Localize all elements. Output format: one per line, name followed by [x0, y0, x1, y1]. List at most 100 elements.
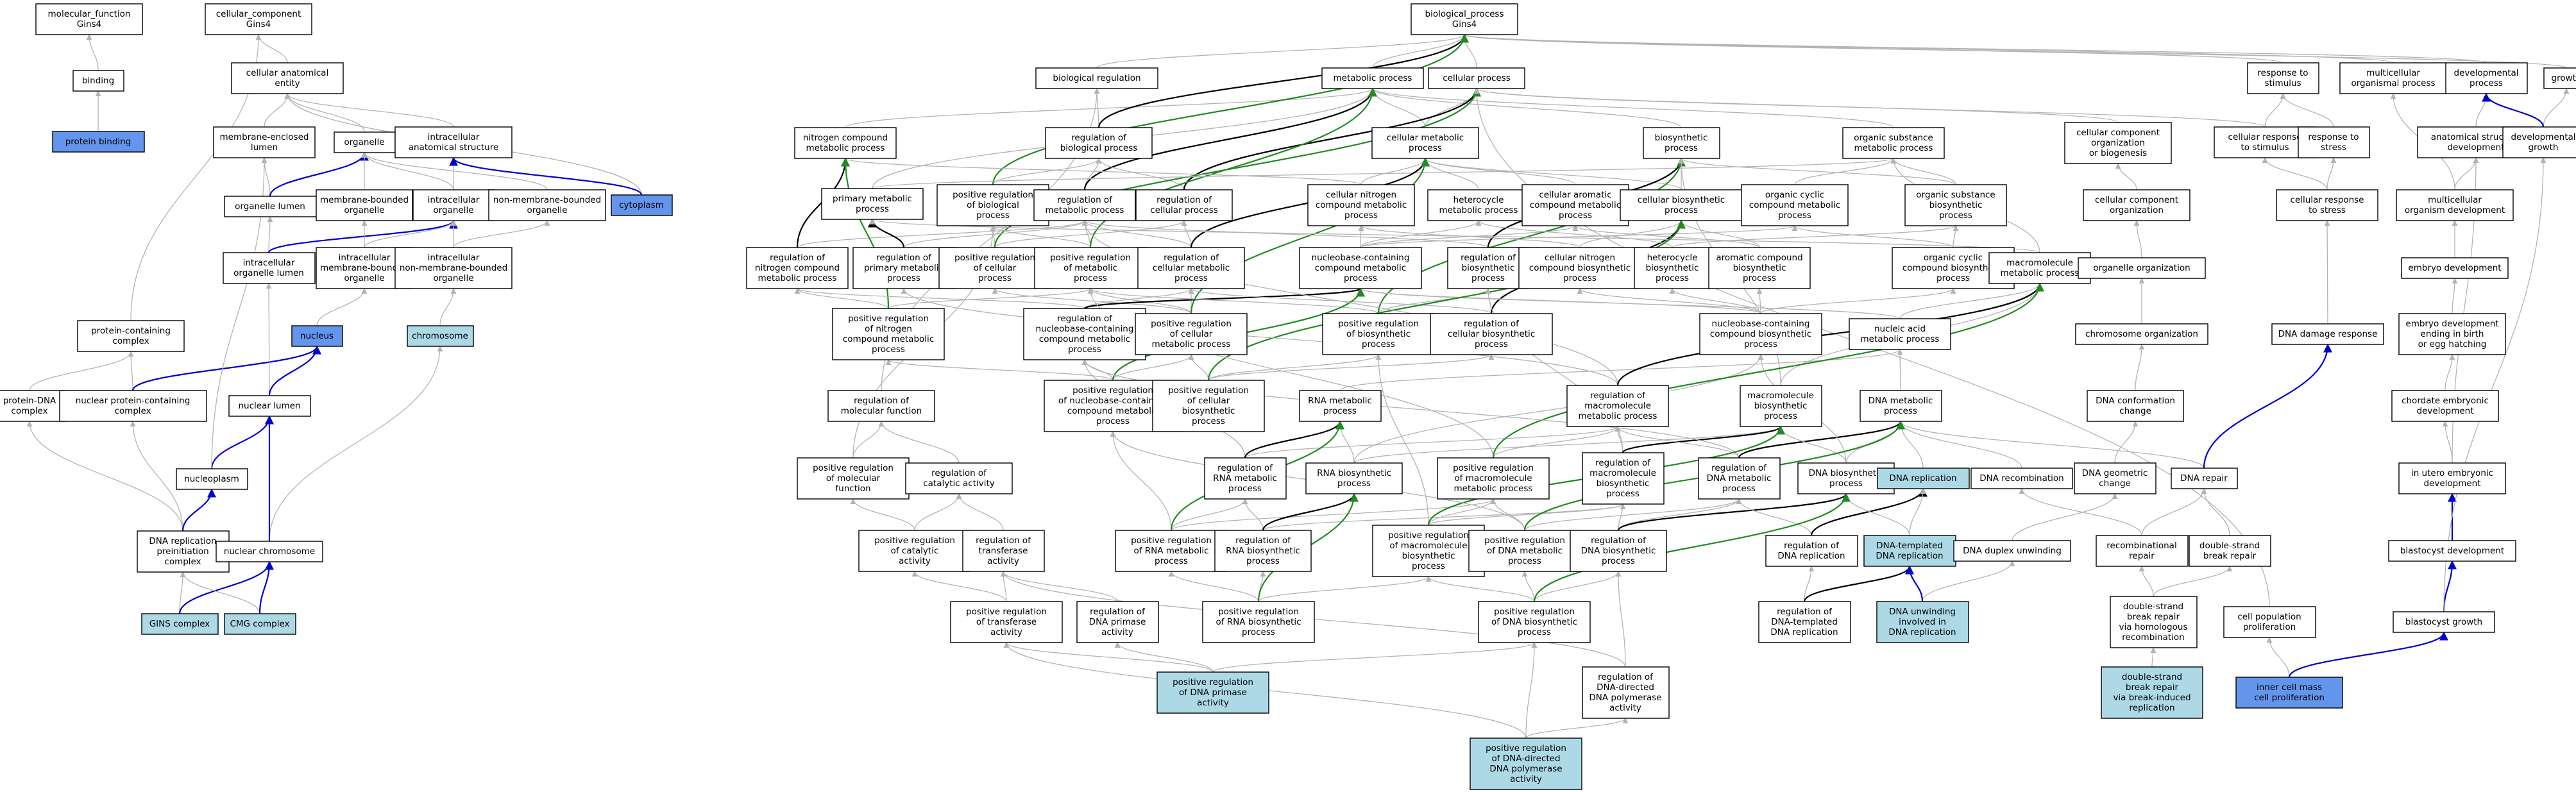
node-label-line: metabolic process: [1334, 73, 1412, 83]
go-term-node: intracellularnon-membrane-boundedorganel…: [394, 247, 513, 289]
node-box: [412, 189, 495, 221]
edge-is-a: [267, 216, 273, 253]
edge-is-a: [1899, 283, 2043, 319]
edge-is-a: [128, 351, 134, 391]
node-label-line: organelle: [344, 137, 384, 147]
node-box: [2075, 323, 2208, 345]
node-label-line: organelle lumen: [233, 268, 304, 278]
node-label-line: DNA replication: [1889, 473, 1956, 484]
go-term-node: growth: [2543, 67, 2576, 89]
edge-is-a: [2133, 220, 2142, 258]
node-label-line: process: [1174, 273, 1208, 283]
edge-is-a: [1369, 88, 1894, 128]
node-label-line: cellular anatomical: [246, 68, 329, 78]
edge-layer: [26, 33, 2570, 739]
node-label-line: stimulus: [2264, 78, 2301, 88]
node-box: [394, 126, 513, 158]
node-box: [1953, 540, 2071, 562]
edge-is-a: [130, 421, 183, 532]
edge-is-a: [2543, 88, 2570, 128]
edge-is-a: [878, 421, 960, 464]
node-label-line: process: [1344, 273, 1377, 283]
node-label-line: transferase: [979, 546, 1028, 556]
edge-is-a: [1360, 225, 1798, 248]
node-label-line: intracellular: [243, 258, 295, 268]
edge-is-a: [1337, 421, 1355, 464]
node-label-line: positive regulation: [1484, 535, 1565, 546]
node-label-line: repair: [2129, 551, 2155, 561]
go-term-node: blastocyst development: [2388, 540, 2516, 562]
edge-is-a: [180, 571, 260, 614]
node-box: [1428, 67, 1525, 89]
node-label-line: of metabolic: [1063, 263, 1117, 273]
node-label-line: cellular component: [2076, 128, 2160, 138]
edge-regulates: [1616, 282, 2044, 386]
node-label-line: process: [1743, 273, 1776, 283]
node-label-line: molecular_function: [48, 9, 131, 19]
edge-is-a: [26, 421, 183, 532]
node-box: [2393, 611, 2495, 633]
node-box: [1518, 247, 1641, 289]
edge-is-a: [2280, 93, 2334, 128]
edge-is-a: [1618, 498, 1742, 531]
edge-is-a: [1462, 34, 2567, 69]
node-label-line: response to: [2257, 68, 2308, 78]
node-box: [1570, 530, 1667, 572]
node-box: [394, 247, 513, 289]
node-box: [1468, 530, 1581, 572]
node-label-line: DNA repair: [2180, 473, 2228, 484]
edge-is-a: [316, 288, 368, 326]
node-box: [137, 530, 230, 573]
node-label-line: embryo development: [2408, 263, 2501, 273]
node-label-line: positive regulation: [1218, 607, 1299, 617]
node-label-line: organization: [2110, 205, 2164, 215]
node-label-line: RNA biosynthetic: [1317, 468, 1391, 478]
node-label-line: regulation of: [1217, 463, 1273, 473]
edge-is-a: [1572, 225, 1760, 248]
edge-regulates: [1083, 87, 1377, 190]
node-label-line: metabolic process: [1439, 205, 1518, 215]
node-label-line: to stimulus: [2241, 142, 2289, 153]
edge-regulates: [1738, 420, 1905, 459]
node-box: [1372, 525, 1485, 577]
node-box: [77, 320, 185, 352]
node-label-line: intracellular: [428, 132, 480, 142]
node-box: [1877, 468, 1970, 489]
node-box: [35, 3, 143, 35]
node-label-line: DNA recombination: [1979, 473, 2063, 484]
node-box: [52, 131, 145, 153]
node-label-line: activity: [1609, 703, 1641, 713]
node-label-line: double-strand: [2199, 541, 2260, 551]
node-label-line: of macromolecule: [1389, 541, 1467, 551]
node-box: [1904, 184, 2007, 226]
node-label-line: of DNA primase: [1179, 687, 1247, 698]
node-label-line: cellular_component: [216, 9, 301, 19]
go-term-node: blastocyst growth: [2393, 611, 2495, 633]
edge-is-a: [255, 34, 288, 63]
node-box: [905, 462, 1013, 494]
edge-positively-regulates: [1207, 219, 1686, 381]
edge-part-of: [182, 488, 216, 532]
node-label-line: metabolic process: [2001, 268, 2080, 278]
node-box: [1157, 671, 1269, 714]
node-label-line: protein-containing: [91, 326, 171, 336]
node-box: [1437, 457, 1550, 500]
node-label-line: nucleobase-containing: [1312, 253, 1410, 263]
node-box: [1322, 313, 1435, 355]
edge-is-a: [1425, 576, 1535, 602]
edge-is-a: [1794, 158, 1897, 185]
node-box: [2171, 468, 2238, 489]
